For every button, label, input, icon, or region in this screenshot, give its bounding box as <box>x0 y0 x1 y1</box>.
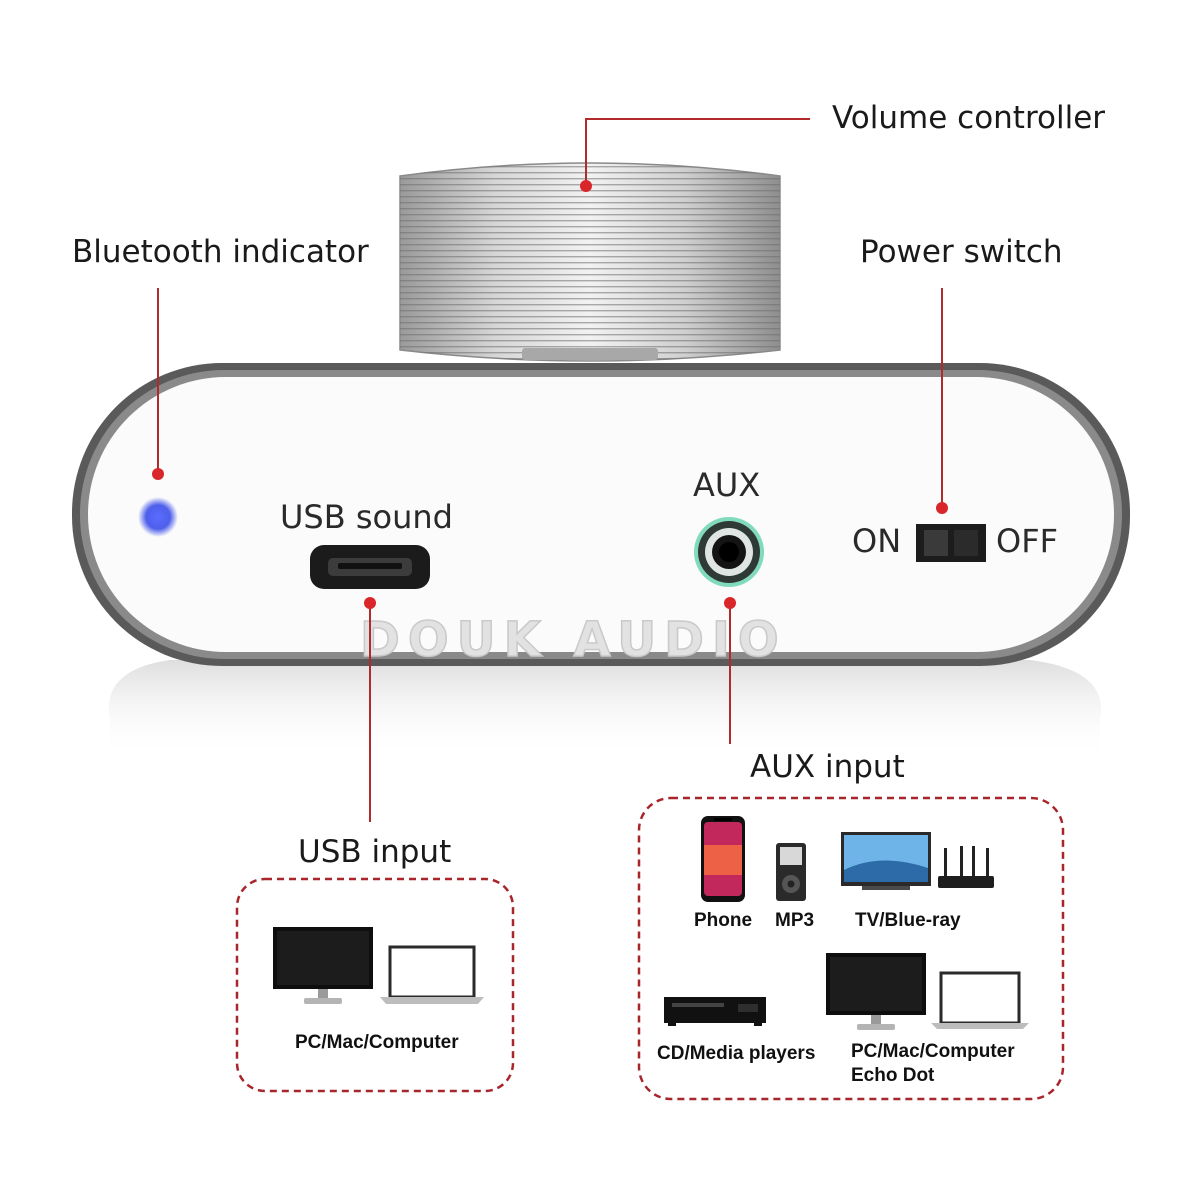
aux-monitor-icon <box>826 953 926 1030</box>
laptop-icon <box>380 945 484 1004</box>
aux-input-box <box>637 796 1065 1101</box>
phone-icon <box>701 816 745 902</box>
aux-callout-dot <box>724 597 736 609</box>
aux-jack[interactable] <box>694 517 764 587</box>
aux-input-label: AUX input <box>750 749 905 785</box>
volume-callout-line-h <box>585 118 810 120</box>
tv-label: TV/Blue-ray <box>855 910 961 931</box>
usb-input-label: USB input <box>298 834 452 870</box>
router-icon <box>938 846 994 888</box>
power-switch-label: Power switch <box>860 234 1063 270</box>
volume-knob[interactable] <box>399 162 781 362</box>
power-callout-dot <box>936 502 948 514</box>
aux-pc-label: PC/Mac/Computer <box>851 1041 1015 1062</box>
mp3-label: MP3 <box>775 910 815 931</box>
monitor-icon <box>273 927 373 1004</box>
usb-port[interactable] <box>310 545 430 589</box>
mp3-player-icon <box>776 843 806 901</box>
phone-label: Phone <box>694 910 753 931</box>
volume-callout-dot <box>580 180 592 192</box>
usb-input-box <box>235 877 515 1093</box>
volume-callout-line <box>585 118 587 186</box>
tv-icon <box>841 832 931 890</box>
aux-callout-line <box>729 604 731 744</box>
bluetooth-led <box>138 497 178 537</box>
bluetooth-indicator-label: Bluetooth indicator <box>72 234 369 270</box>
power-callout-line <box>941 288 943 506</box>
aux-port-label: AUX <box>693 466 761 504</box>
bluetooth-callout-line <box>157 288 159 472</box>
bluetooth-callout-dot <box>152 468 164 480</box>
usb-callout-dot <box>364 597 376 609</box>
body-reflection <box>108 660 1102 760</box>
usb-pc-label: PC/Mac/Computer <box>295 1032 459 1053</box>
power-switch[interactable] <box>916 524 986 562</box>
echo-dot-label: Echo Dot <box>851 1065 935 1086</box>
aux-laptop-icon <box>931 971 1029 1029</box>
switch-on-label: ON <box>852 522 902 560</box>
switch-off-label: OFF <box>996 522 1058 560</box>
usb-callout-line <box>369 604 371 822</box>
cd-player-icon <box>664 997 766 1026</box>
usb-sound-label: USB sound <box>280 498 453 536</box>
brand-watermark: DOUK AUDIO <box>359 611 787 669</box>
volume-controller-label: Volume controller <box>832 100 1106 136</box>
cd-label: CD/Media players <box>657 1043 816 1064</box>
